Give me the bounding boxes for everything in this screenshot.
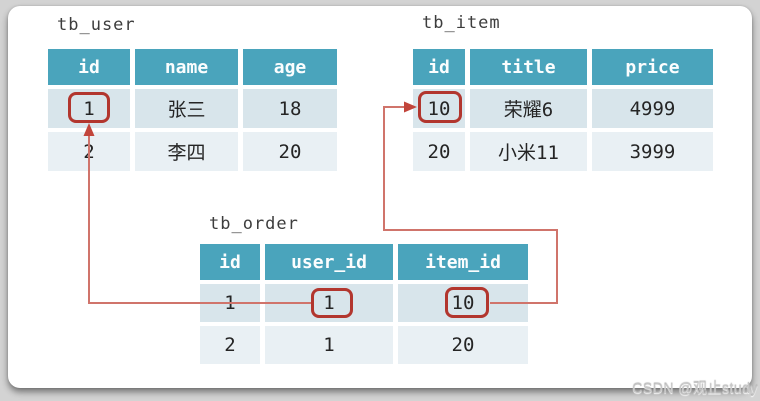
- highlight-box-order-user-id-1: [311, 288, 353, 318]
- table-cell: 1: [200, 284, 260, 322]
- table-cell: 李四: [135, 132, 238, 171]
- table-cell: 荣耀6: [470, 89, 587, 128]
- table-cell: 1: [265, 326, 393, 364]
- header-cell: item_id: [398, 244, 528, 280]
- table-cell: 张三: [135, 89, 238, 128]
- table-cell: 2: [48, 132, 130, 171]
- highlight-box-order-item-id-10: [445, 287, 489, 318]
- table-cell: 20: [398, 326, 528, 364]
- header-cell: price: [592, 49, 713, 85]
- table-cell: 2: [200, 326, 260, 364]
- highlight-box-user-id-1: [68, 92, 110, 123]
- header-cell: title: [470, 49, 587, 85]
- table-title-tb-order: tb_order: [209, 214, 299, 234]
- table-title-tb-user: tb_user: [57, 15, 136, 35]
- header-cell: user_id: [265, 244, 393, 280]
- header-cell: id: [200, 244, 260, 280]
- table-cell: 20: [243, 132, 337, 171]
- table-cell: 4999: [592, 89, 713, 128]
- header-cell: age: [243, 49, 337, 85]
- watermark: CSDN @观止study: [632, 380, 758, 396]
- header-cell: id: [48, 49, 130, 85]
- highlight-box-item-id-10: [418, 91, 462, 123]
- header-cell: id: [413, 49, 465, 85]
- table-cell: 3999: [592, 132, 713, 171]
- table-cell: 18: [243, 89, 337, 128]
- header-cell: name: [135, 49, 238, 85]
- table-cell: 小米11: [470, 132, 587, 171]
- table-cell: 20: [413, 132, 465, 171]
- table-title-tb-item: tb_item: [422, 13, 501, 33]
